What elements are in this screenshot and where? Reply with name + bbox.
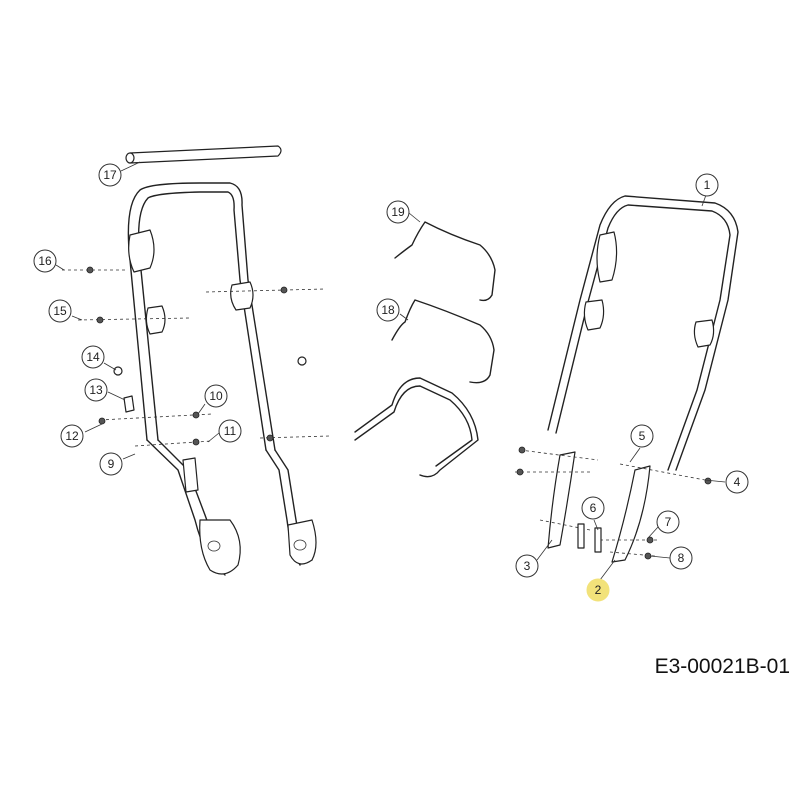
callout-2: 2 <box>586 578 610 602</box>
callouts: 1 2 3 4 5 6 7 8 9 10 11 12 13 14 15 16 1… <box>33 163 749 602</box>
callout-17: 17 <box>98 163 122 187</box>
callout-4-label: 4 <box>734 475 741 489</box>
callout-11-label: 11 <box>224 424 237 438</box>
callout-17-label: 17 <box>103 168 117 182</box>
drawing-code: E3-00021B-01 <box>654 655 790 678</box>
callout-18: 18 <box>376 298 400 322</box>
callout-4: 4 <box>725 470 749 494</box>
grip-tube-part <box>125 145 282 164</box>
callout-13: 13 <box>84 378 108 402</box>
callout-2-label: 2 <box>595 583 602 597</box>
bail-bar-part <box>354 377 479 478</box>
callout-19-label: 19 <box>391 205 405 219</box>
callout-11: 11 <box>218 419 242 443</box>
callout-12: 12 <box>60 424 84 448</box>
callout-5-label: 5 <box>639 429 646 443</box>
callout-1: 1 <box>695 173 719 197</box>
callout-1-label: 1 <box>704 178 711 192</box>
callout-12-label: 12 <box>65 429 79 443</box>
callout-8-label: 8 <box>678 551 685 565</box>
callout-9: 9 <box>99 452 123 476</box>
callout-6: 6 <box>581 496 605 520</box>
callout-3-label: 3 <box>524 559 531 573</box>
callout-14-label: 14 <box>86 350 100 364</box>
callout-3: 3 <box>515 554 539 578</box>
callout-10: 10 <box>204 384 228 408</box>
callout-6-label: 6 <box>590 501 597 515</box>
callout-8: 8 <box>669 546 693 570</box>
callout-7: 7 <box>656 510 680 534</box>
callout-7-label: 7 <box>665 515 672 529</box>
callout-10-label: 10 <box>209 389 223 403</box>
cable-19-part <box>394 221 496 302</box>
callout-14: 14 <box>81 345 105 369</box>
callout-9-label: 9 <box>108 457 115 471</box>
callout-5: 5 <box>630 424 654 448</box>
left-handle-assembly <box>62 182 331 576</box>
callout-13-label: 13 <box>89 383 103 397</box>
callout-19: 19 <box>386 200 410 224</box>
callout-16: 16 <box>33 249 57 273</box>
cable-18-part <box>391 299 495 384</box>
leader-lines <box>55 161 726 581</box>
right-handle-assembly <box>515 195 739 563</box>
callout-15: 15 <box>48 299 72 323</box>
callout-18-label: 18 <box>381 303 395 317</box>
callout-15-label: 15 <box>53 304 67 318</box>
callout-16-label: 16 <box>38 254 52 268</box>
